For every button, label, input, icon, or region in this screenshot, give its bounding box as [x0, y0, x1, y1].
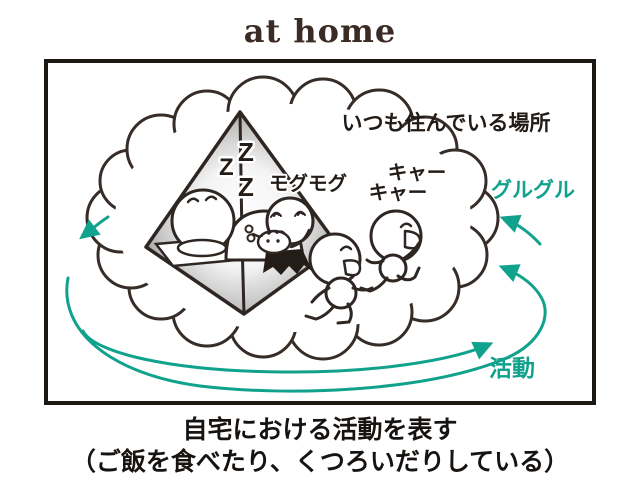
eater-arm	[289, 228, 311, 249]
runner-left-eye	[339, 245, 353, 252]
munch-label: モグモグ	[269, 173, 348, 195]
runner-left-head	[308, 232, 362, 286]
sleep-z-1: Z	[238, 137, 254, 167]
rotation-arrows	[65, 214, 547, 393]
sleep-z-3: Z	[238, 172, 254, 202]
activity-label: 活動	[489, 355, 535, 381]
sleeper-eyes	[186, 195, 218, 204]
sleeper-collar	[176, 238, 228, 258]
runner-left	[304, 232, 374, 325]
eater-eyes	[270, 210, 306, 218]
runner-right-eye	[399, 222, 413, 229]
runner-right-body	[378, 253, 408, 283]
skirt	[263, 249, 313, 275]
spin-label: グルグル	[491, 179, 575, 202]
rotation-arrow-top-right-icon	[499, 214, 542, 246]
rotation-arc-outer-loop	[65, 264, 547, 393]
runner-left-body	[324, 276, 358, 310]
home-place-label: いつも住んでいる場所	[341, 112, 551, 135]
caption-line1: 自宅における活動を表す	[182, 416, 458, 444]
squeal-label-line1: キャー	[387, 162, 447, 184]
rotation-arrow-left-icon	[79, 215, 110, 240]
sleep-z-2: Z	[219, 154, 234, 181]
runner-right	[359, 209, 423, 293]
rotation-arc-inner	[81, 329, 494, 374]
squeal-label-line2: キャー	[368, 182, 428, 204]
caption-line2: （ご飯を食べたり、くつろいだりしている）	[70, 448, 570, 476]
diagram-frame	[44, 59, 596, 405]
eating-person	[244, 196, 315, 275]
runner-left-mouth	[342, 259, 362, 277]
page-title: at home	[243, 12, 397, 50]
